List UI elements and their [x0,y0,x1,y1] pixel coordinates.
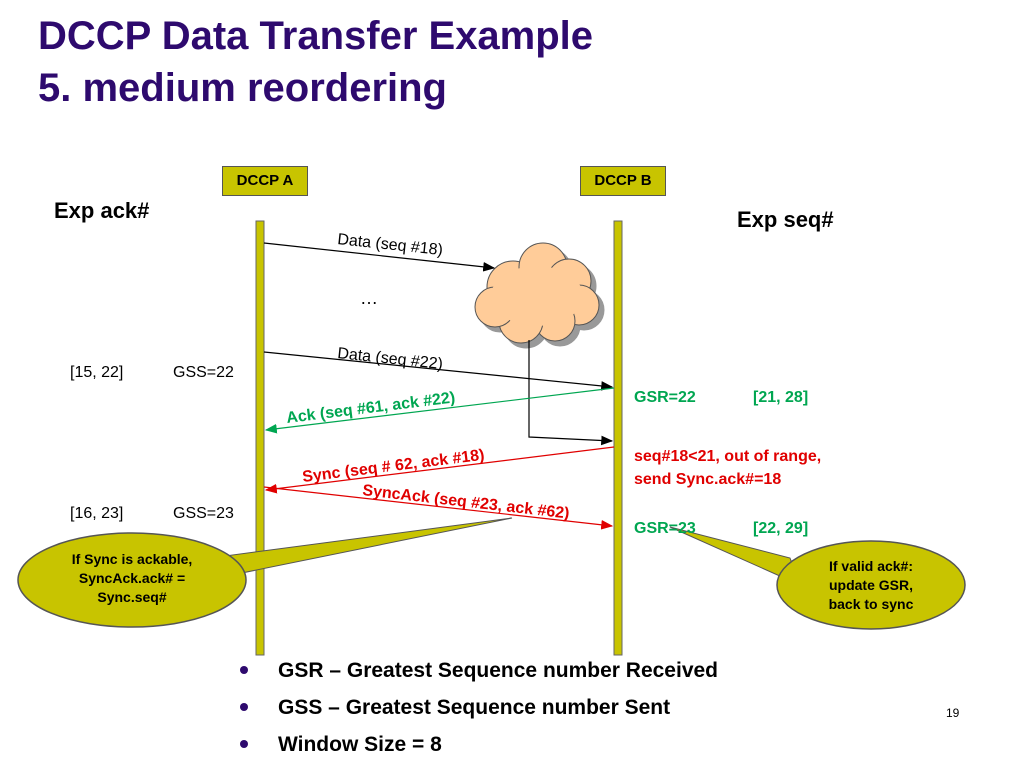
bullet-text: Window Size = 8 [278,733,442,756]
callout-left-line: SyncAck.ack# = [78,570,186,586]
callout-right-line: If valid ack#: [828,558,914,574]
label-data-seq18: Data (seq #18) [337,231,444,259]
lifeline-a [255,220,265,656]
gss-1: GSS=22 [173,364,234,381]
arrow-syncack [263,486,614,530]
seq-window-1: [21, 28] [753,389,809,406]
bullet-icon [240,703,248,711]
label-data-seq22: Data (seq #22) [337,345,444,373]
callout-left-text: If Sync is ackable, SyncAck.ack# = Sync.… [30,550,234,607]
callout-left-pointer [224,517,513,576]
label-ack: Ack (seq #61, ack #22) [285,389,456,427]
participant-b-box: DCCP B [580,166,666,196]
label-ellipsis: … [360,288,378,308]
out-of-range-line1: seq#18<21, out of range, [634,448,822,465]
list-item: GSS – Greatest Sequence number Sent [240,689,718,726]
callout-right-line: back to sync [828,596,914,612]
arrow-ack [264,387,615,434]
participant-a-box: DCCP A [222,166,308,196]
gsr-1: GSR=22 [634,389,696,406]
bullet-icon [240,666,248,674]
arrow-cloud-to-b [528,340,614,446]
page-number: 19 [946,706,960,720]
lifeline-b [613,220,623,656]
callout-left-line: Sync.seq# [97,589,167,605]
definitions-list: GSR – Greatest Sequence number Received … [240,652,718,763]
label-syncack: SyncAck (seq #23, ack #62) [362,482,571,522]
list-item: Window Size = 8 [240,726,718,763]
out-of-range-line2: send Sync.ack#=18 [634,471,782,488]
arrow-sync [264,446,615,494]
seq-window-2: [22, 29] [753,520,809,537]
callout-right-text: If valid ack#: update GSR, back to sync [786,557,956,614]
bullet-text: GSR – Greatest Sequence number Received [278,659,719,682]
exp-seq-header: Exp seq# [737,207,834,232]
callout-left-bubble [17,532,247,628]
list-item: GSR – Greatest Sequence number Received [240,652,718,689]
bullet-text: GSS – Greatest Sequence number Sent [278,696,671,719]
cloud-medium [474,242,605,349]
callout-left-line: If Sync is ackable, [71,551,193,567]
exp-ack-header: Exp ack# [54,198,150,223]
ack-window-1: [15, 22] [70,364,124,381]
gsr-2: GSR=23 [634,520,696,537]
arrow-data-seq18 [263,242,496,272]
gss-2: GSS=23 [173,505,234,522]
label-sync: Sync (seq # 62, ack #18) [301,447,485,486]
callout-right-line: update GSR, [828,577,913,593]
slide-title-line2: 5. medium reordering [38,66,447,110]
bullet-icon [240,740,248,748]
callout-right-bubble [776,540,966,630]
slide-title-line1: DCCP Data Transfer Example [38,14,594,58]
arrow-data-seq22 [263,351,614,391]
ack-window-2: [16, 23] [70,505,124,522]
